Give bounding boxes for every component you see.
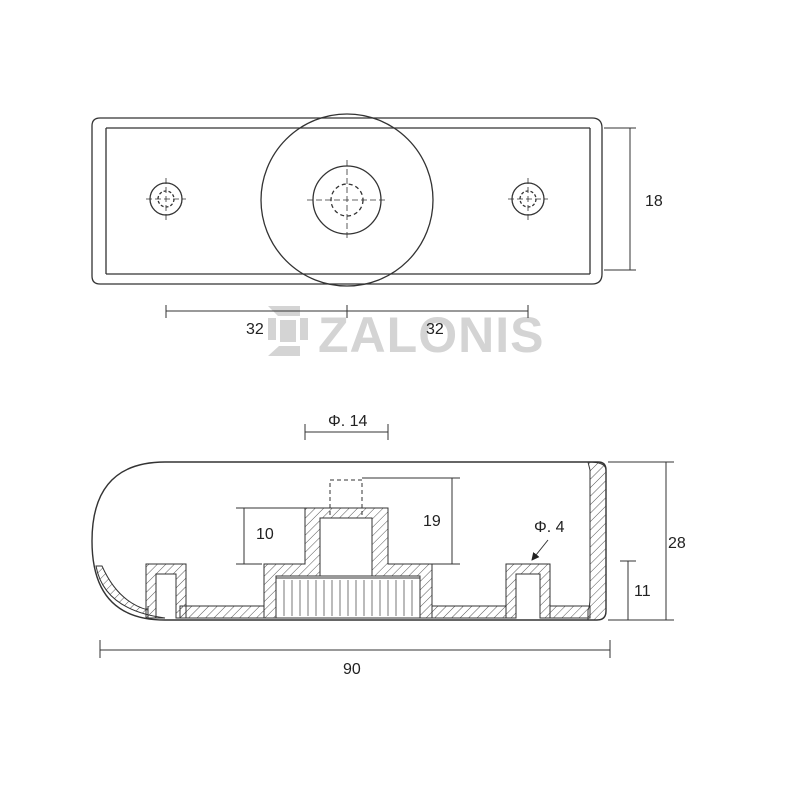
dim-length: 90 — [343, 661, 361, 678]
section-central-bore — [319, 517, 373, 577]
watermark: ZALONIS — [268, 306, 544, 363]
top-view-centerlines — [146, 160, 548, 240]
section-right-boss — [505, 563, 551, 619]
section-hatch-right-wall — [587, 461, 607, 621]
section-knurled-insert — [275, 577, 421, 619]
dim-left-spacing: 32 — [246, 321, 264, 338]
top-view — [91, 113, 603, 287]
dim-total-bore: 19 — [423, 513, 441, 530]
section-view — [91, 461, 607, 621]
section-left-boss — [145, 563, 187, 619]
watermark-logo-icon — [268, 306, 308, 356]
dim-top-height: 18 — [645, 193, 663, 210]
dim-side-hole: Φ. 4 — [534, 519, 565, 536]
dim-boss-diameter: Φ. 14 — [328, 413, 368, 430]
top-view-dimensions — [165, 127, 636, 318]
section-hidden-bore — [329, 479, 363, 519]
section-view-dimensions — [99, 424, 674, 658]
top-view-boss-circle — [260, 113, 434, 287]
watermark-brand: ZALONIS — [318, 307, 544, 363]
dim-right-spacing: 32 — [426, 321, 444, 338]
top-view-outline — [91, 117, 603, 285]
dim-height-base: 11 — [634, 583, 651, 600]
dim-hole-depth: 10 — [256, 526, 274, 543]
dim-height-total: 28 — [668, 535, 686, 552]
